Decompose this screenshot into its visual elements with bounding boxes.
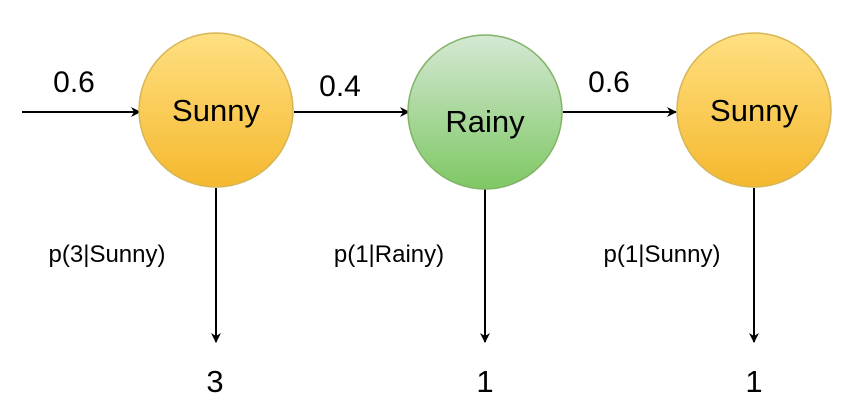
- observation-label-1: 3: [206, 364, 223, 399]
- observation-label-2: 1: [476, 364, 493, 399]
- emission-probability-label-2: p(1|Rainy): [334, 241, 444, 268]
- state-node-rainy: [407, 34, 563, 190]
- emission-probability-label-3: p(1|Sunny): [604, 241, 721, 268]
- emission-probability-label-1: p(3|Sunny): [49, 241, 166, 268]
- state-node-sunny-1: [138, 32, 294, 188]
- state-label-sunny-2: Sunny: [710, 93, 798, 128]
- state-label-sunny-1: Sunny: [172, 93, 260, 128]
- state-label-rainy: Rainy: [445, 104, 525, 139]
- initial-probability-label: 0.6: [53, 66, 95, 99]
- transition-probability-label-2: 0.6: [588, 66, 630, 99]
- transition-probability-label-1: 0.4: [319, 70, 361, 103]
- state-node-sunny-2: [676, 32, 832, 188]
- observation-label-3: 1: [745, 364, 762, 399]
